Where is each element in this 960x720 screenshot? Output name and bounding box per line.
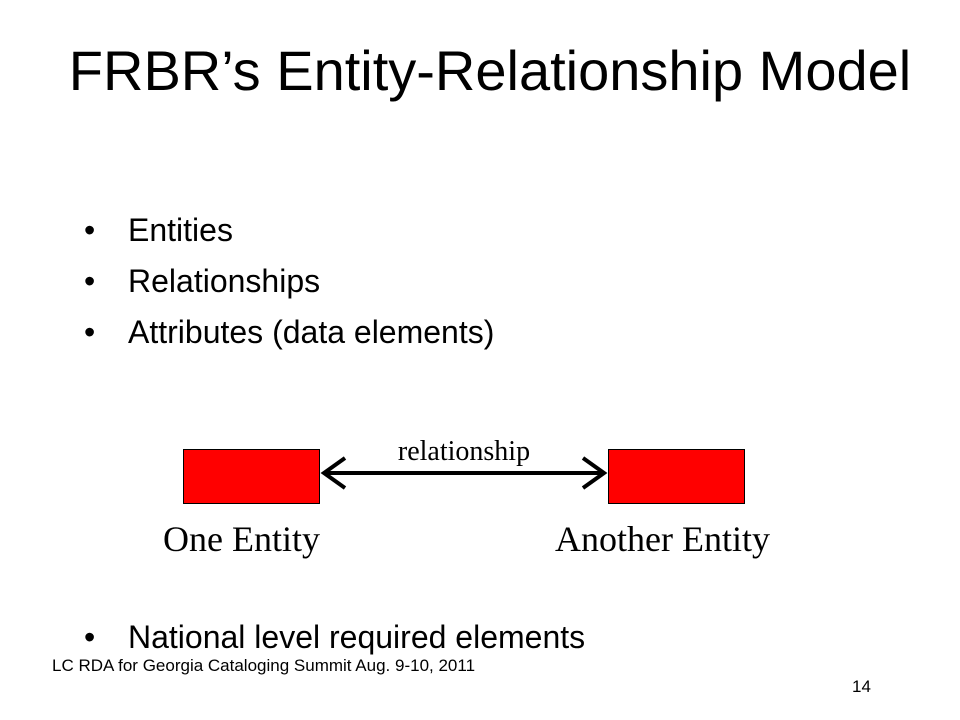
slide-footer: LC RDA for Georgia Cataloging Summit Aug… [52,656,476,675]
entity-box-right [608,449,745,504]
right-entity-label: Another Entity [555,519,770,559]
bullet-icon: • [84,212,96,248]
bullet-text: Attributes (data elements) [128,314,495,350]
relationship-label: relationship [397,436,531,467]
slide-title: FRBR’s Entity-Relationship Model [68,39,912,102]
bullet-item: • Attributes (data elements) [80,307,494,358]
bullet-icon: • [84,263,96,299]
bullet-item: • Entities [80,205,494,256]
bullet-text: National level required elements [128,619,586,655]
bullet-list: • Entities • Relationships • Attributes … [80,205,494,358]
bullet-text: Relationships [128,263,321,299]
bullet-icon: • [84,619,96,655]
bullet-item: • Relationships [80,256,494,307]
left-entity-label: One Entity [163,519,320,559]
bullet-icon: • [84,314,96,350]
bullet-item-last: • National level required elements [80,612,585,663]
bullet-text: Entities [128,212,233,248]
page-number: 14 [852,677,871,696]
entity-box-left [183,449,320,504]
